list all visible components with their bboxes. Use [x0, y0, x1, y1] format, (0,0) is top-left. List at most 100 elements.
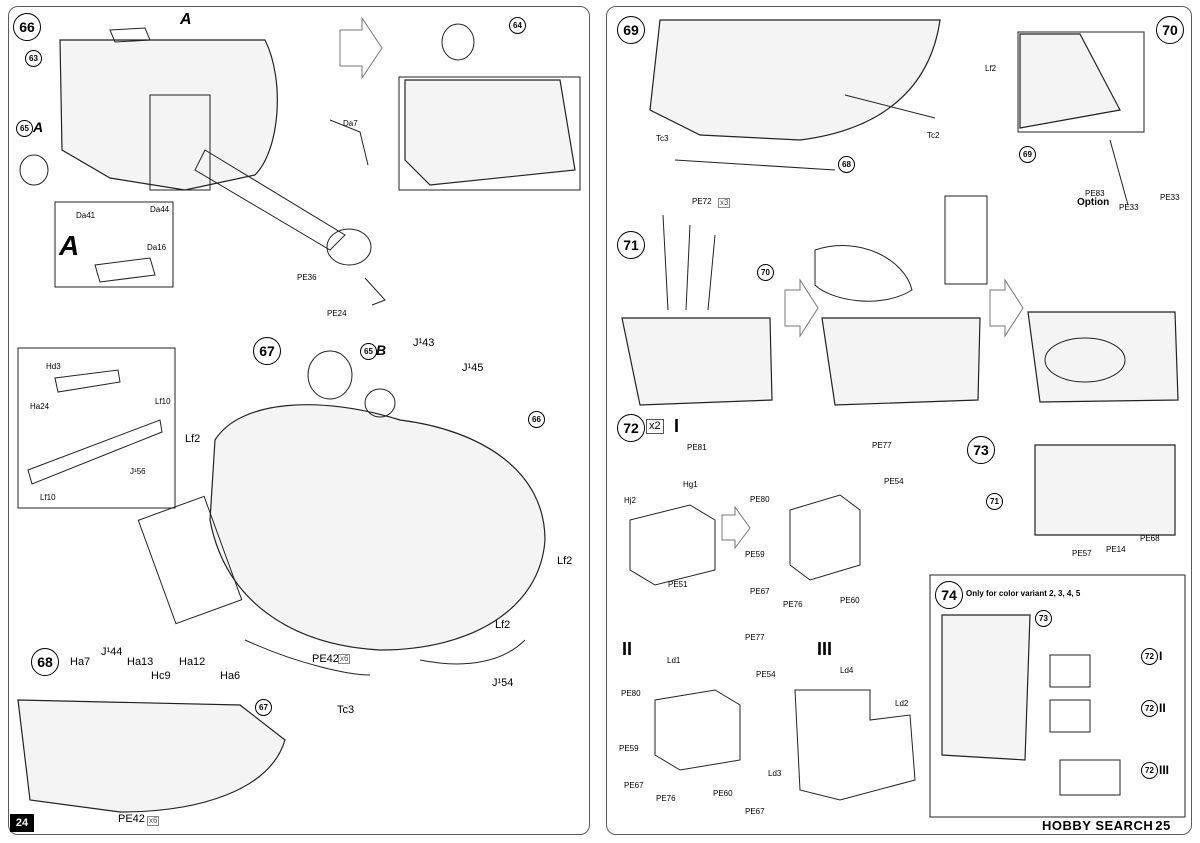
part-label-pe33a: PE33 [1119, 203, 1139, 212]
part-label-lf2a: Lf2 [185, 433, 201, 445]
gun-barrel-66 [194, 149, 346, 251]
part-pe83 [1109, 139, 1129, 206]
part-label-tc2: Tc2 [927, 131, 940, 140]
subassembly-a-box [54, 201, 174, 288]
part-label-pe83: PE83 [1085, 189, 1105, 198]
part-label-pe80b: PE80 [621, 689, 641, 698]
ref-66: 66 [528, 411, 545, 428]
parts-pe72 [662, 214, 716, 311]
ref-72b: 72 [1141, 700, 1158, 717]
stowage-box-67 [137, 495, 243, 625]
qty-x6-b: x6 [147, 816, 160, 826]
watermark-page: 25 [1155, 818, 1171, 833]
part-label-ha24: Ha24 [30, 402, 50, 411]
part-label-tc3b: Tc3 [656, 134, 669, 143]
subassembly-a-label: A [180, 11, 192, 28]
part-label-lf2c: Lf2 [495, 619, 511, 631]
part-label-hd3: Hd3 [46, 362, 61, 371]
subassembly-a-box-title: A [59, 230, 80, 261]
part-label-da44: Da44 [150, 205, 170, 214]
part-label-pe36: PE36 [297, 273, 317, 282]
variant-II: II [622, 639, 633, 659]
part-label-j44: J¹44 [101, 646, 123, 658]
box-drawing-72-I-result [789, 494, 861, 581]
part-label-j56: J¹56 [130, 467, 146, 476]
part-label-lf10b: Lf10 [40, 493, 56, 502]
part-label-pe72: PE72 [692, 197, 712, 206]
ref-72c: 72 [1141, 762, 1158, 779]
part-label-tc3a: Tc3 [337, 704, 355, 716]
step-66: 66 [13, 13, 41, 41]
part-label-j45: J¹45 [462, 362, 484, 374]
ref-64: 64 [509, 17, 526, 34]
arrow-71b [989, 278, 1024, 338]
ref72-variant-III: III [1159, 763, 1170, 777]
part-label-pe54a: PE54 [884, 477, 904, 486]
turret-rear-68 [17, 699, 286, 813]
box-drawing-72-I [629, 504, 716, 586]
step-74: 74 [935, 581, 963, 609]
part-64-drawing [441, 23, 475, 61]
part-label-pe81: PE81 [687, 443, 707, 452]
part-label-da16: Da16 [147, 243, 167, 252]
part-label-da41: Da41 [76, 211, 96, 220]
part-a-drawing [109, 27, 151, 43]
step74-note: Only for color variant 2, 3, 4, 5 [966, 589, 1081, 598]
arrow-71a [784, 278, 819, 338]
subassembly-a-ref: A [33, 119, 44, 135]
part-label-lf2b: Lf2 [557, 555, 573, 567]
part-pe24-drawing [364, 277, 386, 306]
part-label-pe24: PE24 [327, 309, 347, 318]
turret-drawing-71 [621, 317, 773, 406]
part-label-pe59b: PE59 [619, 744, 639, 753]
part-label-pe76a: PE76 [783, 600, 803, 609]
part-label-ha12: Ha12 [179, 656, 206, 668]
cupola-67 [307, 350, 353, 400]
part-label-hc9: Hc9 [151, 670, 171, 682]
part-da7-drawing [329, 119, 369, 166]
arrow-66 [339, 16, 383, 80]
handrail-tc3-69 [674, 159, 836, 171]
part-label-ld4: Ld4 [840, 666, 854, 675]
part-label-ha13: Ha13 [127, 656, 154, 668]
inset-box-70 [1017, 31, 1145, 133]
step-70: 70 [1156, 16, 1184, 44]
ref-68: 68 [838, 156, 855, 173]
tarp-stowed [1044, 337, 1126, 383]
part-label-pe60b: PE60 [713, 789, 733, 798]
ref-71: 71 [986, 493, 1003, 510]
part-label-pe60a: PE60 [840, 596, 860, 605]
part-label-lf2d: Lf2 [985, 64, 997, 73]
part-label-da7: Da7 [343, 119, 358, 128]
inset-box-71 [944, 195, 988, 285]
step-72: 72 [617, 414, 645, 442]
part-label-hj2: Hj2 [624, 496, 637, 505]
step74-panel [929, 574, 1186, 818]
qty-x3-pe72: x3 [718, 198, 731, 208]
tarp-drawing [814, 245, 913, 302]
arrow-72 [721, 505, 751, 550]
part-label-hg1: Hg1 [683, 480, 698, 489]
handrail-j54 [419, 639, 526, 665]
variant-III: III [817, 639, 833, 659]
gasket-ring-pe36 [326, 228, 372, 266]
part-label-pe80a: PE80 [750, 495, 770, 504]
part-label-pe59a: PE59 [745, 550, 765, 559]
part-label-pe42b: PE42 [118, 813, 145, 825]
ref-73: 73 [1035, 610, 1052, 627]
ref-65a: 65 [16, 120, 33, 137]
part-label-pe14: PE14 [1106, 545, 1126, 554]
part-label-ld2: Ld2 [895, 699, 909, 708]
turret-drawing-67 [209, 404, 546, 651]
part-label-pe33b: PE33 [1160, 193, 1180, 202]
step-69: 69 [617, 16, 645, 44]
page-number-left: 24 [10, 814, 34, 832]
part-label-pe76b: PE76 [656, 794, 676, 803]
result-box-66 [398, 76, 581, 191]
subassembly-b-ref: B [376, 342, 387, 358]
box-drawing-72-II [654, 689, 741, 771]
part-label-j43: J¹43 [413, 337, 435, 349]
ref-70: 70 [757, 264, 774, 281]
qty-x2-step72: x2 [646, 419, 664, 434]
